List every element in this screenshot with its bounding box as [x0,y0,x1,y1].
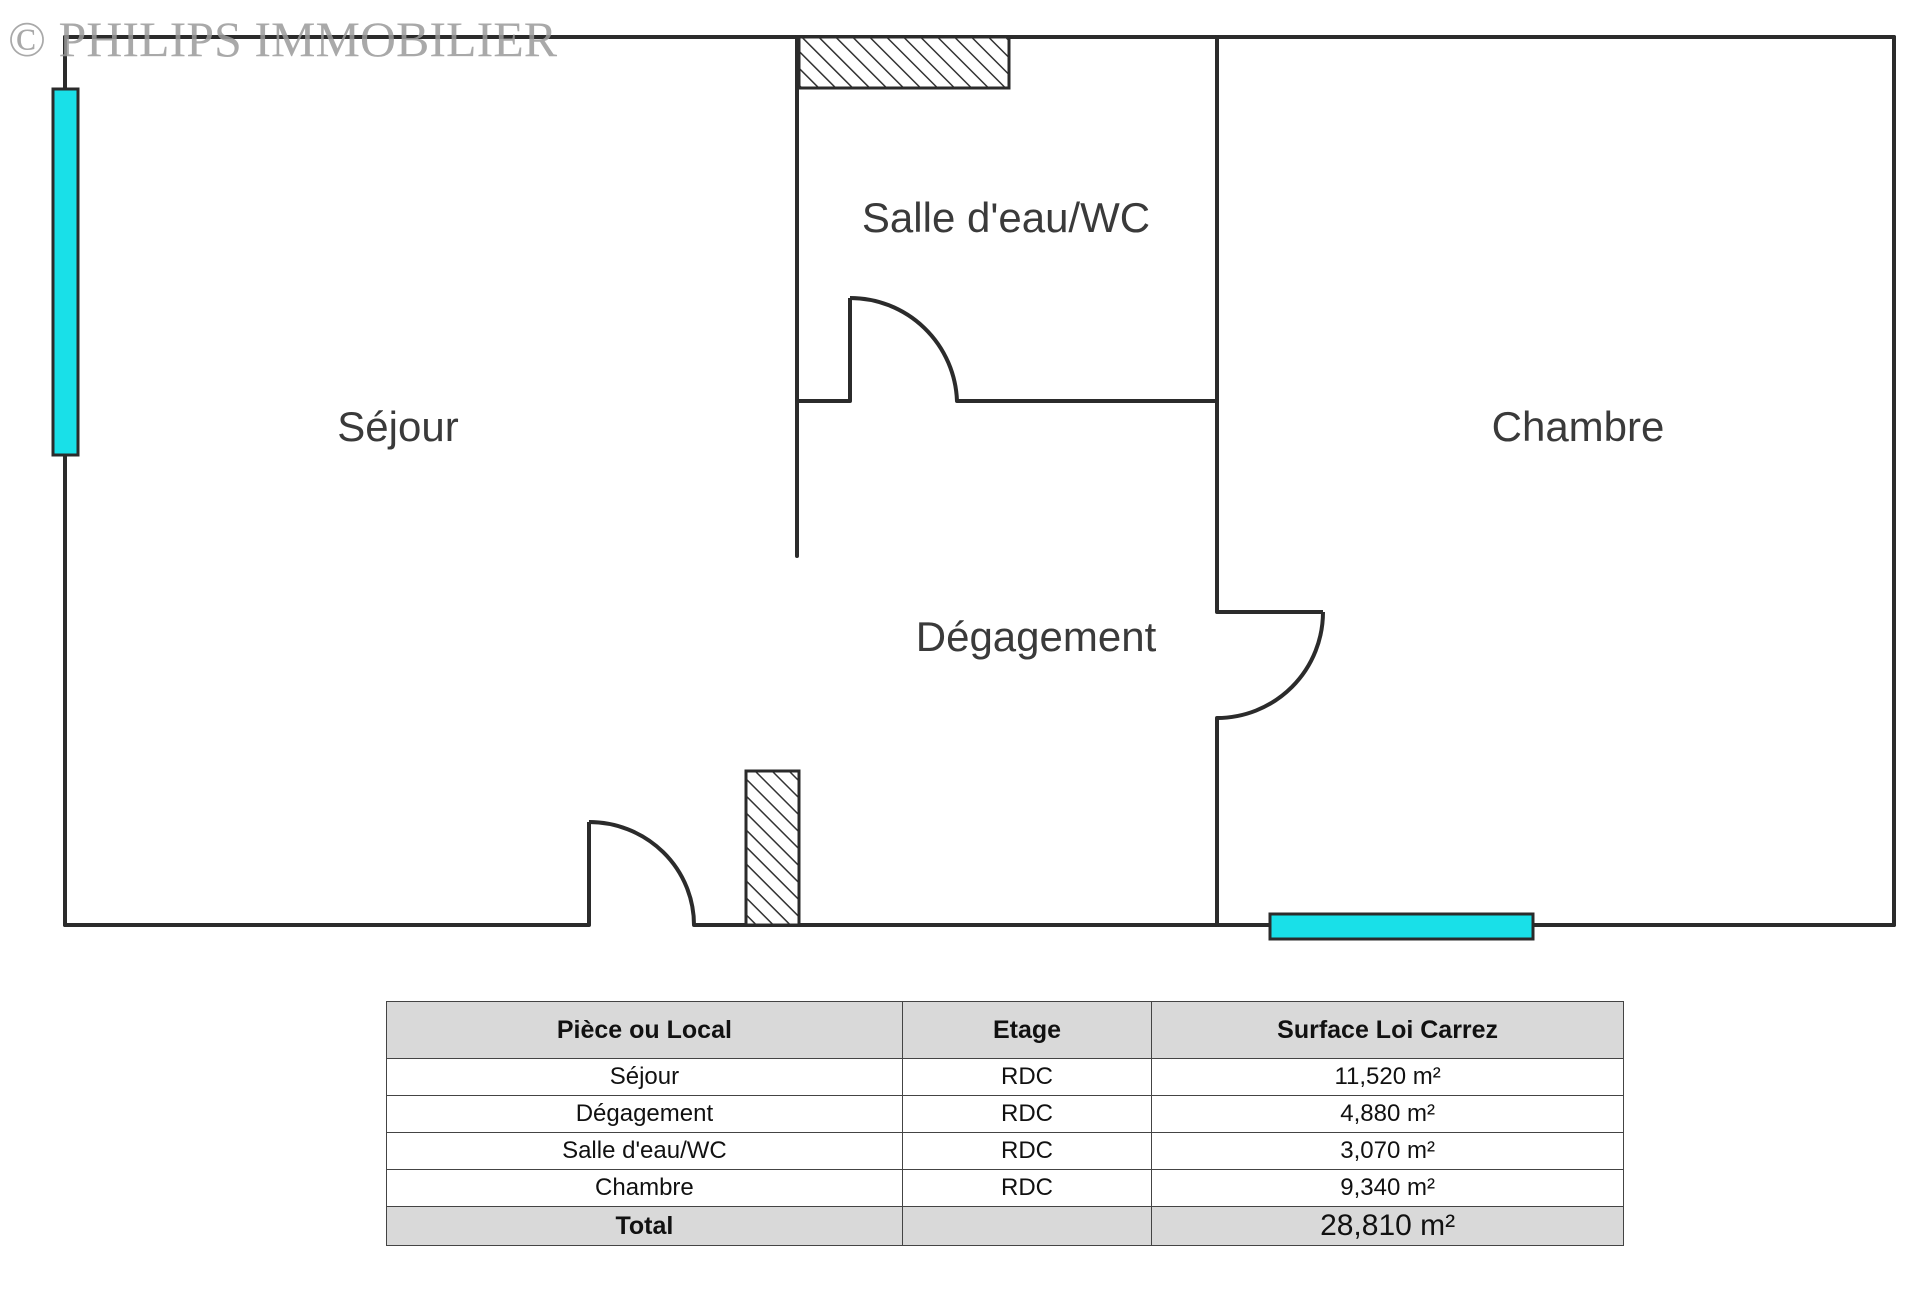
exterior-walls [63,35,1896,927]
table-row: Salle d'eau/WC RDC 3,070 m² [386,1132,1624,1170]
cell-surface: 3,070 m² [1151,1132,1624,1170]
hatched-pillar [744,769,801,927]
hatched-duct-top [797,35,1011,90]
table-row: Dégagement RDC 4,880 m² [386,1095,1624,1133]
cell-floor: RDC [901,1169,1153,1207]
interior-walls [795,35,1219,927]
header-surface: Surface Loi Carrez [1151,1001,1624,1059]
table-row: Séjour RDC 11,520 m² [386,1058,1624,1096]
cell-floor: RDC [901,1132,1153,1170]
room-label-sejour: Séjour [337,403,458,450]
window-sejour [51,87,80,457]
table-header-row: Pièce ou Local Etage Surface Loi Carrez [386,1001,1624,1059]
header-room: Pièce ou Local [386,1001,903,1059]
cell-room: Chambre [386,1169,903,1207]
room-label-degagement: Dégagement [916,613,1157,660]
watermark: © PHILIPS IMMOBILIER [8,11,558,67]
door-bathroom [848,296,959,402]
door-entrance [587,820,696,926]
cell-room: Salle d'eau/WC [386,1132,903,1170]
table-row: Chambre RDC 9,340 m² [386,1169,1624,1207]
cell-floor: RDC [901,1095,1153,1133]
room-label-salle-eau: Salle d'eau/WC [862,194,1150,241]
floor-plan: Séjour Salle d'eau/WC Chambre Dégagement… [8,11,1896,941]
cell-surface: 4,880 m² [1151,1095,1624,1133]
door-bedroom [1216,610,1325,720]
cell-room: Dégagement [386,1095,903,1133]
surface-table: Pièce ou Local Etage Surface Loi Carrez … [386,1001,1624,1246]
total-surface: 28,810 m² [1151,1206,1624,1246]
header-floor: Etage [901,1001,1153,1059]
room-label-chambre: Chambre [1492,403,1665,450]
cell-surface: 11,520 m² [1151,1058,1624,1096]
table-total-row: Total 28,810 m² [386,1206,1624,1246]
window-chambre [1268,912,1535,941]
total-label: Total [386,1206,903,1246]
total-floor [901,1206,1153,1246]
cell-surface: 9,340 m² [1151,1169,1624,1207]
cell-room: Séjour [386,1058,903,1096]
cell-floor: RDC [901,1058,1153,1096]
